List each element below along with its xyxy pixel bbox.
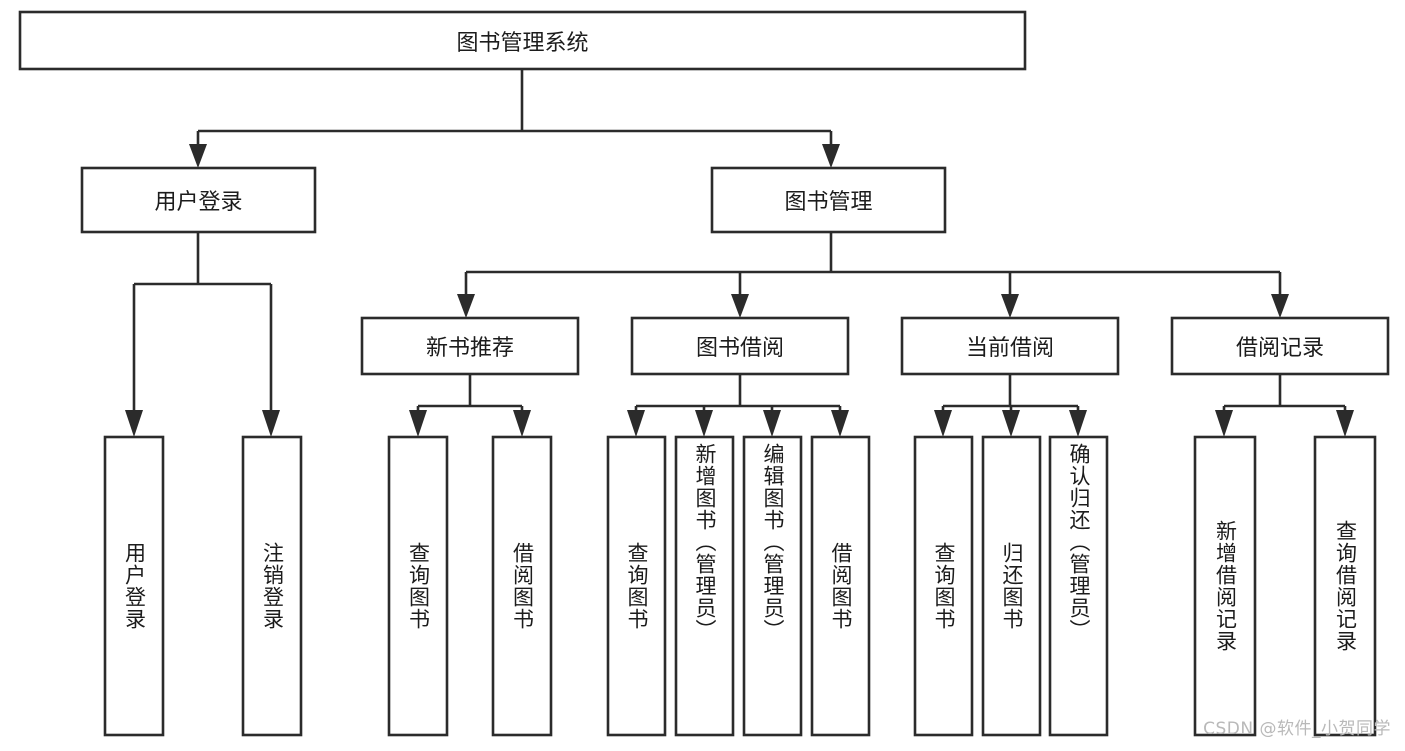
node-box-root[interactable] (18, 10, 1027, 71)
node-box-leaf-query-book-3[interactable] (913, 435, 974, 737)
arrowhead-leaf-query-book-1 (409, 410, 427, 437)
connector-group-root-to-level2 (189, 69, 840, 168)
arrowhead-leaf-borrow-book-2 (831, 410, 849, 437)
arrowhead-leaf-query-book-2 (627, 410, 645, 437)
arrowhead-leaf-user-login (125, 410, 143, 437)
node-box-leaf-add-book[interactable] (674, 435, 735, 737)
arrowhead-leaf-user-logout (262, 410, 280, 437)
node-box-user-login[interactable] (80, 166, 317, 234)
arrowhead-leaf-edit-book (763, 410, 781, 437)
arrowhead-book-manage (822, 144, 840, 168)
node-box-leaf-borrow-book-2[interactable] (810, 435, 871, 737)
arrowhead-leaf-add-book (695, 410, 713, 437)
node-box-leaf-return-book[interactable] (981, 435, 1042, 737)
node-box-leaf-confirm-return[interactable] (1048, 435, 1109, 737)
node-box-leaf-edit-book[interactable] (742, 435, 803, 737)
arrowhead-leaf-confirm-return (1069, 410, 1087, 437)
arrowhead-new-book-recommend (457, 294, 475, 318)
node-box-book-manage[interactable] (710, 166, 947, 234)
connector-group-new-book-recommend-to-leaves (409, 374, 531, 437)
node-box-leaf-query-book-2[interactable] (606, 435, 667, 737)
node-box-current-borrow[interactable] (900, 316, 1120, 376)
connector-group-borrow-record-to-leaves (1215, 374, 1354, 437)
node-box-borrow-record[interactable] (1170, 316, 1390, 376)
watermark-text: CSDN @软件_小贺同学 (1203, 719, 1391, 739)
node-box-leaf-user-logout[interactable] (241, 435, 303, 737)
node-box-leaf-query-book-1[interactable] (387, 435, 449, 737)
arrowhead-user-login (189, 144, 207, 168)
node-box-book-borrow[interactable] (630, 316, 850, 376)
arrowhead-leaf-query-book-3 (934, 410, 952, 437)
arrowhead-borrow-record (1271, 294, 1289, 318)
arrowhead-leaf-return-book (1002, 410, 1020, 437)
connector-group-book-borrow-to-leaves (627, 374, 849, 437)
arrowhead-leaf-add-record (1215, 410, 1233, 437)
connector-group-user-login-to-leaves (125, 232, 280, 437)
node-box-leaf-query-record[interactable] (1313, 435, 1377, 737)
arrowhead-book-borrow (731, 294, 749, 318)
arrowhead-leaf-borrow-book-1 (513, 410, 531, 437)
node-box-leaf-add-record[interactable] (1193, 435, 1257, 737)
connector-group-current-borrow-to-leaves (934, 374, 1087, 437)
node-box-new-book-recommend[interactable] (360, 316, 580, 376)
node-box-leaf-borrow-book-1[interactable] (491, 435, 553, 737)
connector-group-book-manage-to-level3 (457, 232, 1289, 318)
arrowhead-leaf-query-record (1336, 410, 1354, 437)
node-box-leaf-user-login[interactable] (103, 435, 165, 737)
arrowhead-current-borrow (1001, 294, 1019, 318)
